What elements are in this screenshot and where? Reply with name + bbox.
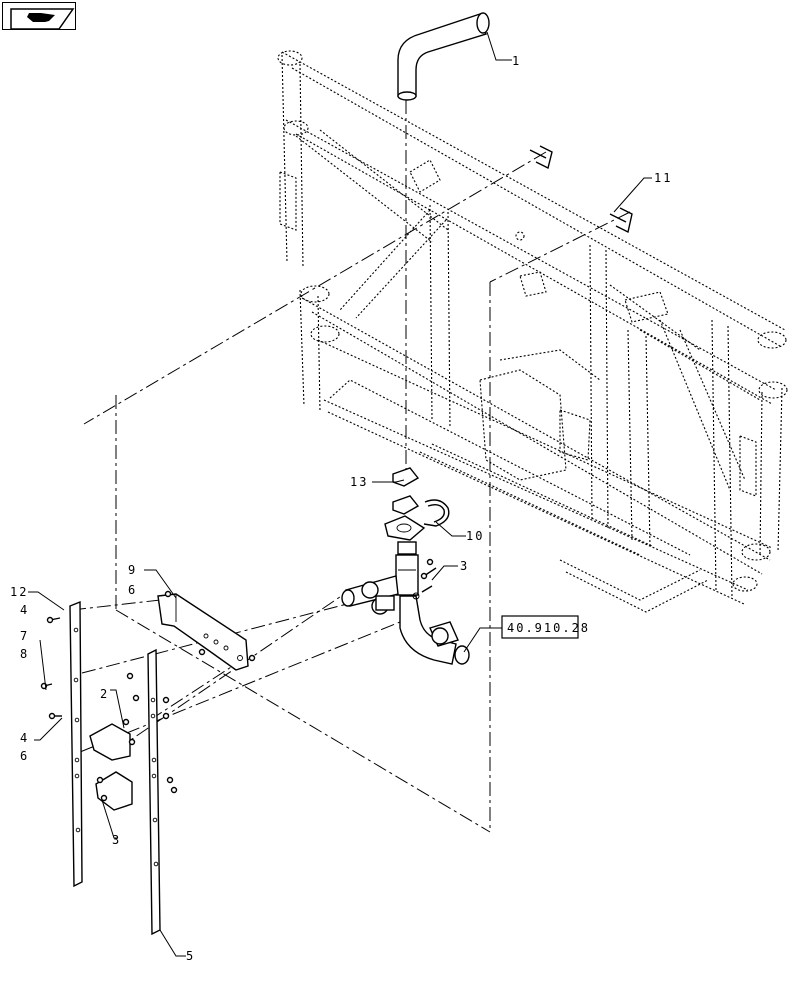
callout-12: 12 (10, 585, 28, 599)
callout-10: 10 (466, 529, 484, 543)
part-screw-3a (420, 558, 437, 593)
callout-labels: 1 11 13 10 3 9 6 12 4 7 8 2 4 6 3 5 (10, 54, 672, 963)
callout-2: 2 (100, 687, 109, 701)
callout-9: 9 (128, 563, 137, 577)
callout-3-bracket: 3 (112, 833, 121, 847)
part-fasteners (40, 590, 256, 802)
callout-11: 11 (654, 171, 672, 185)
callout-4-top: 4 (20, 603, 29, 617)
part-u-bolts (529, 145, 633, 234)
callout-3-valve: 3 (460, 559, 469, 573)
part-gaskets (384, 467, 426, 541)
part-right-bar (147, 648, 161, 936)
part-mount-bracket (157, 593, 249, 671)
callout-leaders (28, 31, 652, 957)
reference-label: 40.910.28 (507, 621, 590, 635)
callout-7: 7 (20, 629, 29, 643)
callout-6-bottom: 6 (20, 749, 29, 763)
callout-13: 13 (350, 475, 368, 489)
book-page-icon (10, 8, 75, 30)
part-left-bar (69, 600, 83, 888)
part-clamp (423, 499, 450, 527)
part-inlet-elbow (397, 12, 490, 101)
callout-8: 8 (20, 647, 29, 661)
navigation-button[interactable] (2, 2, 76, 30)
callout-4-bottom: 4 (20, 731, 29, 745)
reference-box[interactable]: 40.910.28 (501, 615, 590, 639)
callout-5: 5 (186, 949, 195, 963)
boom-frame (277, 50, 788, 613)
callout-6-top: 6 (128, 583, 137, 597)
callout-1: 1 (512, 54, 521, 68)
part-small-brackets (89, 723, 133, 811)
part-valve-tee (341, 541, 470, 665)
